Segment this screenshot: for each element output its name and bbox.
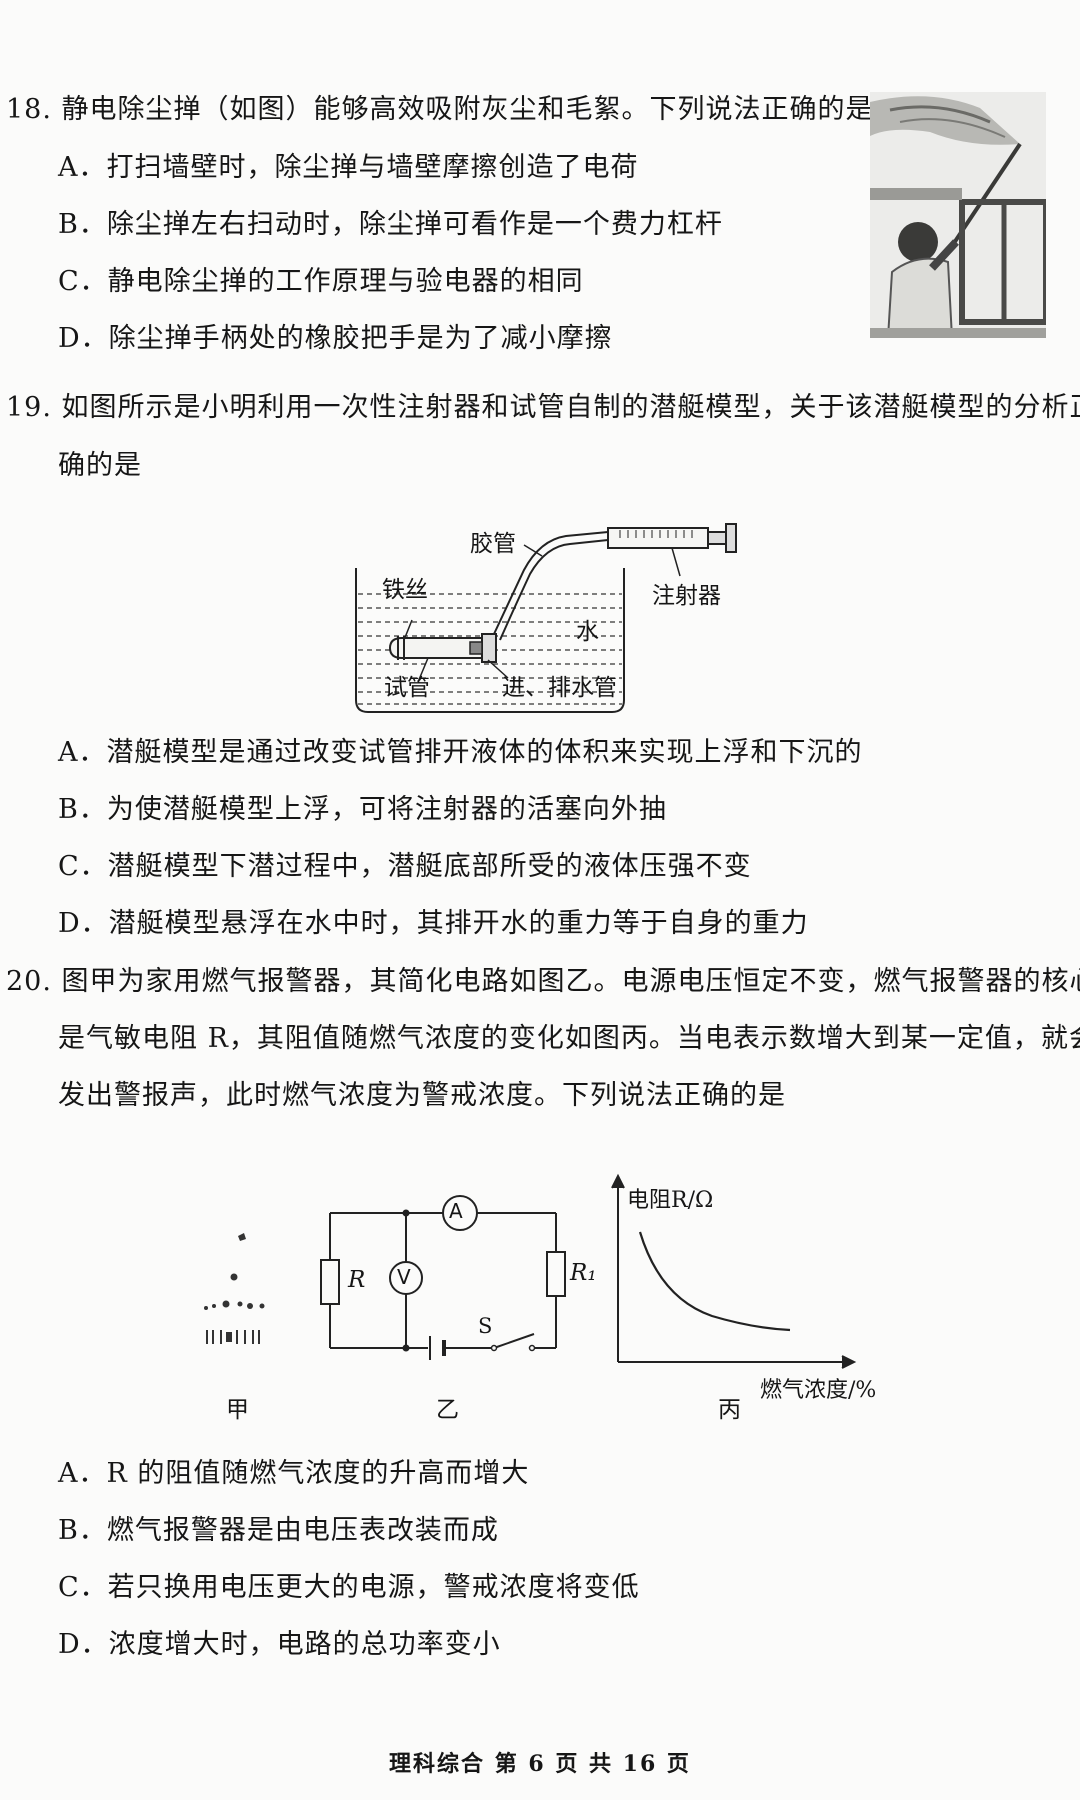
q18-option-b: B．除尘掸左右扫动时，除尘掸可看作是一个费力杠杆 — [58, 209, 723, 240]
label-water: 水 — [576, 619, 599, 645]
q19-stem-line1: 19. 如图所示是小明利用一次性注射器和试管自制的潜艇模型，关于该潜艇模型的分析… — [6, 392, 1080, 423]
label-syringe: 注射器 — [652, 583, 721, 609]
switch-label: S — [478, 1314, 493, 1338]
q20-option-b: B．燃气报警器是由电压表改装而成 — [58, 1515, 499, 1546]
q19-option-c: C．潜艇模型下潜过程中，潜艇底部所受的液体压强不变 — [58, 851, 752, 882]
q18-option-c: C．静电除尘掸的工作原理与验电器的相同 — [58, 266, 584, 297]
gas-alarm-device — [204, 1233, 265, 1344]
graph-x-label: 燃气浓度/% — [760, 1378, 877, 1403]
circuit-diagram — [320, 1195, 566, 1360]
q19-option-d: D．潜艇模型悬浮在水中时，其排开水的重力等于自身的重力 — [58, 908, 809, 939]
duster-photo-illustration — [870, 92, 1046, 338]
q19-stem-line2: 确的是 — [58, 450, 142, 481]
figure-yi-caption: 乙 — [436, 1397, 459, 1423]
label-iron-wire: 铁丝 — [382, 577, 428, 603]
q20-option-c: C．若只换用电压更大的电源，警戒浓度将变低 — [58, 1572, 640, 1603]
resistor-r1-label: R₁ — [570, 1260, 597, 1286]
label-rubber-tube: 胶管 — [470, 531, 516, 557]
figure-bing-caption: 丙 — [718, 1397, 741, 1423]
resistance-concentration-graph — [611, 1173, 857, 1369]
q18-stem: 18. 静电除尘掸（如图）能够高效吸附灰尘和毛絮。下列说法正确的是 — [6, 94, 874, 125]
q18-option-d: D．除尘掸手柄处的橡胶把手是为了减小摩擦 — [58, 323, 613, 354]
ammeter-label: A — [449, 1199, 463, 1223]
page-footer: 理科综合 第 6 页 共 16 页 — [389, 1751, 691, 1777]
voltmeter-label: V — [397, 1265, 411, 1289]
resistance-curve — [638, 1231, 791, 1332]
q20-option-a: A．R 的阻值随燃气浓度的升高而增大 — [58, 1458, 530, 1489]
q19-option-b: B．为使潜艇模型上浮，可将注射器的活塞向外抽 — [58, 794, 667, 825]
q20-option-d: D．浓度增大时，电路的总功率变小 — [58, 1629, 501, 1660]
q18-duster-photo — [870, 92, 1046, 338]
label-drain-pipe: 进、排水管 — [502, 675, 617, 701]
q20-stem-line2: 是气敏电阻 R，其阻值随燃气浓度的变化如图丙。当电表示数增大到某一定值，就会 — [58, 1023, 1080, 1054]
figure-jia-caption: 甲 — [226, 1397, 249, 1423]
q20-stem-line1: 20. 图甲为家用燃气报警器，其简化电路如图乙。电源电压恒定不变，燃气报警器的核… — [6, 966, 1080, 997]
label-test-tube: 试管 — [384, 675, 430, 701]
q20-stem-line3: 发出警报声，此时燃气浓度为警戒浓度。下列说法正确的是 — [58, 1080, 786, 1111]
resistor-r-label: R — [348, 1267, 366, 1293]
q18-option-a: A．打扫墙壁时，除尘掸与墙壁摩擦创造了电荷 — [58, 152, 639, 183]
q19-option-a: A．潜艇模型是通过改变试管排开液体的体积来实现上浮和下沉的 — [58, 737, 863, 768]
graph-y-label: 电阻R/Ω — [627, 1188, 714, 1213]
